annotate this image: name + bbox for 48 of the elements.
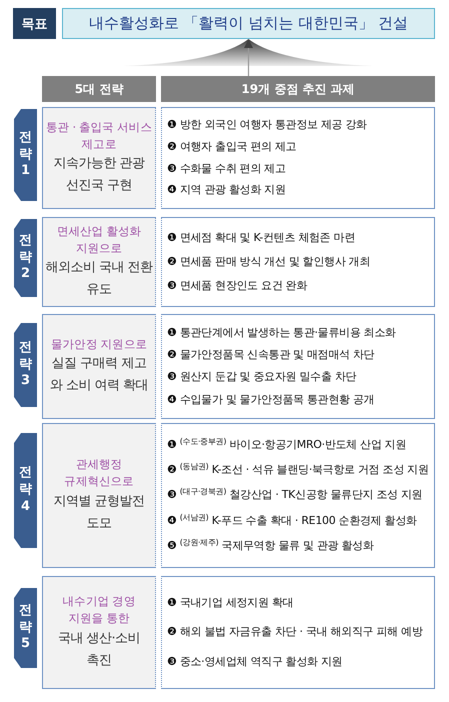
strategy-title: 지속가능한 관광 선진국 구현 (52, 155, 146, 196)
task-item: ❹ $^{(서남권)}$ K-푸드 수출 확대 · RE100 순환경제 활성화 (167, 514, 417, 528)
strategy-subtitle: 물가안정 지원으로 (50, 336, 148, 353)
strategy-subtitle: 면세산업 활성화 지원으로 (56, 222, 142, 257)
strategy-box (42, 314, 156, 419)
strategy-title: 국내 생산·소비 촉진 (56, 630, 142, 670)
task-item: ❷ 여행자 출입국 편의 제고 (167, 140, 296, 154)
task-item: ❸ $^{(대구·경북권)}$ 철강산업 · TK신공항 물류단지 조성 지원 (167, 488, 422, 503)
task-item: ❶ 방한 외국인 여행자 통관정보 제공 강화 (167, 118, 367, 133)
strategy-tab: 전략 5 (14, 588, 37, 668)
strategy-tab: 전략 3 (14, 323, 37, 407)
task-box (161, 576, 435, 689)
task-item: ❷ 해외 불법 자금유출 차단 · 국내 해외직구 피해 예방 (167, 625, 423, 640)
task-item: ❸ 수화물 수취 편의 제고 (167, 162, 286, 176)
task-item: ❷ 물가안정품목 신속통관 및 매점매석 차단 (167, 348, 374, 362)
goal-banner: 내수활성화로 「활력이 넘치는 대한민국」 건설 (62, 8, 435, 39)
strategy-subtitle: 내수기업 경영 지원을 통한 (62, 593, 136, 628)
task-box (161, 423, 435, 568)
task-box (161, 314, 435, 419)
strategy-box (42, 217, 156, 307)
strategy-tab: 전략 2 (14, 219, 37, 297)
strategy-box (42, 576, 156, 689)
task-item: ❺ $^{(강원·제주)}$ 국제무역항 물류 및 관광 활성화 (167, 538, 374, 554)
strategy-subtitle: 통관 · 출입국 서비스 제고로 (45, 118, 153, 153)
strategy-title: 실질 구매력 제고 와 소비 여력 확대 (48, 355, 150, 396)
task-item: ❸ 원산지 둔갑 및 중요자원 밀수출 차단 (167, 370, 356, 385)
column-header: 5대 전략 (42, 76, 156, 102)
task-item: ❶ 통관단계에서 발생하는 통관·물류비용 최소화 (167, 326, 396, 340)
task-item: ❷ $^{(동남권)}$ K-조선 · 석유 블랜딩·북극항로 거점 조성 지원 (167, 463, 429, 478)
task-item: ❹ 지역 관광 활성화 지원 (167, 183, 286, 198)
task-item: ❶ $^{(수도·중부권)}$ 바이오·항공기MRO·반도체 산업 지원 (167, 438, 406, 452)
task-box (161, 107, 435, 209)
strategy-title: 해외소비 국내 전환 유도 (45, 259, 153, 300)
strategy-tab: 전략 1 (14, 109, 37, 201)
strategy-title: 지역별 균형발전 도모 (52, 492, 146, 533)
task-item: ❸ 면세품 현장인도 요건 완화 (167, 278, 308, 294)
strategy-box (42, 107, 156, 209)
task-item: ❶ 면세점 확대 및 K-컨텐츠 체험존 마련 (167, 230, 355, 246)
task-item: ❷ 면세품 판매 방식 개선 및 할인행사 개최 (167, 254, 370, 270)
strategy-tab: 전략 4 (14, 433, 37, 548)
strategy-box (42, 423, 156, 568)
goal-tag: 목표 (13, 8, 56, 39)
task-item: ❸ 중소·영세업체 역직구 활성화 지원 (167, 655, 342, 670)
task-item: ❹ 수입물가 및 물가안정품목 통관현황 공개 (167, 392, 374, 407)
task-item: ❶ 국내기업 세정지원 확대 (167, 596, 294, 610)
task-box (161, 217, 435, 307)
column-header: 19개 중점 추진 과제 (161, 76, 435, 102)
strategy-subtitle: 관세행정 규제혁신으로 (63, 456, 135, 490)
